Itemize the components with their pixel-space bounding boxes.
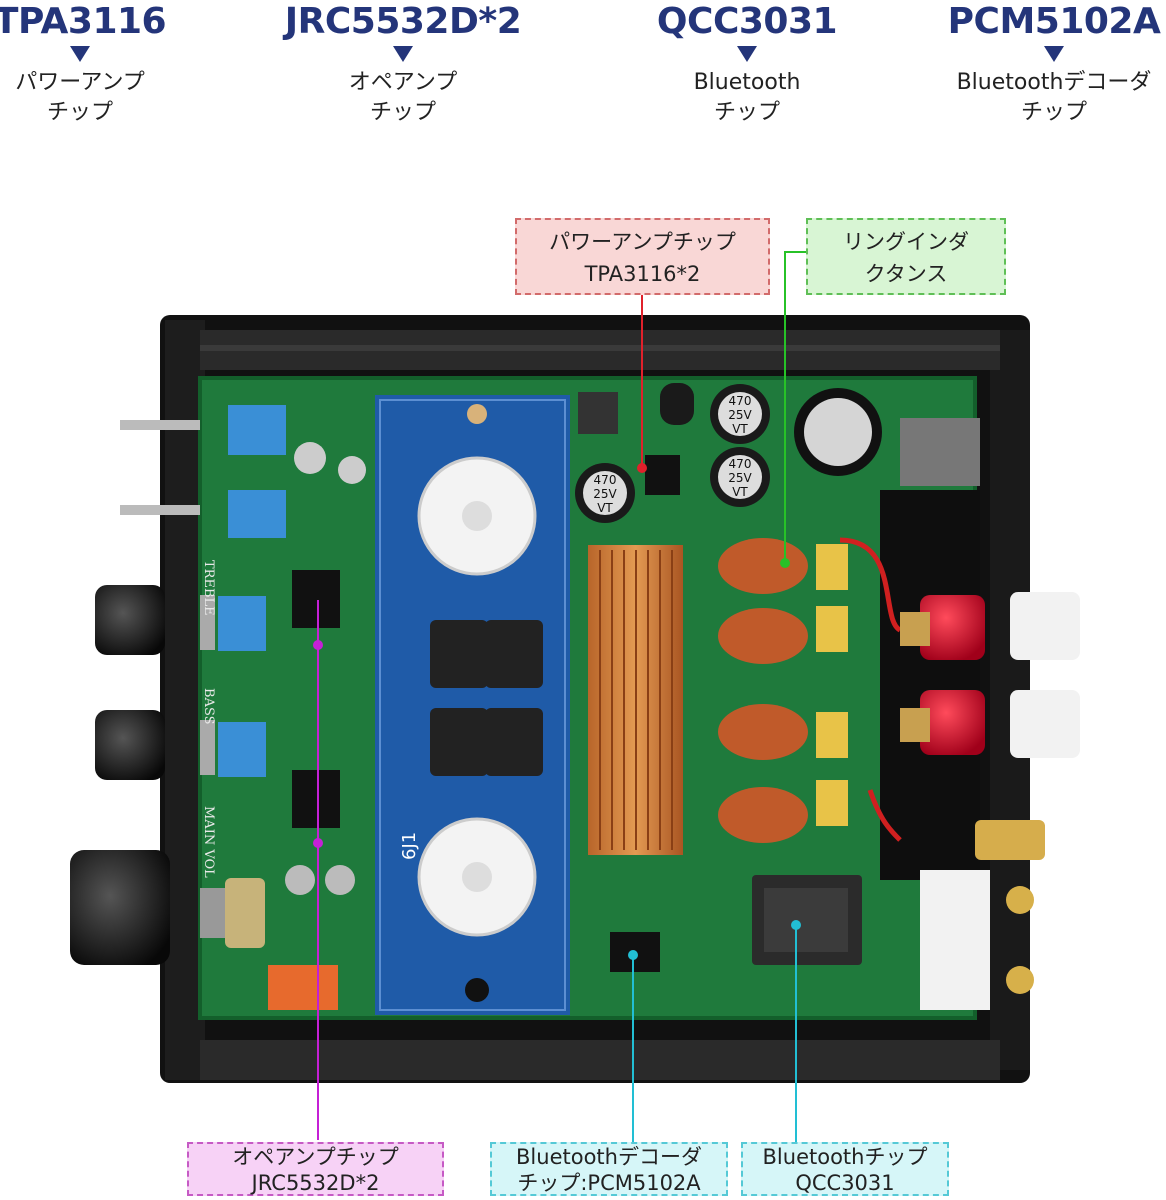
chip-name: PCM5102A: [947, 1, 1161, 42]
svg-text:470: 470: [729, 394, 752, 408]
svg-text:VT: VT: [732, 485, 748, 499]
svg-text:VT: VT: [732, 422, 748, 436]
leader-line-inductor: [784, 251, 806, 560]
callout-ring-inductor: リングインダ クタンス: [806, 218, 1006, 295]
svg-text:25V: 25V: [593, 487, 617, 501]
down-arrow-icon: [1044, 46, 1064, 62]
down-arrow-icon: [70, 46, 90, 62]
main-vol-label: MAIN VOL: [201, 806, 216, 878]
chip-name: JRC5532D*2: [284, 1, 522, 42]
treble-label: TREBLE: [201, 560, 216, 616]
callout-bt-chip: Bluetoothチップ QCC3031: [741, 1142, 949, 1196]
bass-label: BASS: [201, 688, 216, 725]
svg-text:25V: 25V: [728, 408, 752, 422]
chip-desc: Bluetoothデコーダチップ: [956, 70, 1152, 125]
header-col-jrc5532: JRC5532D*2 オペアンプチップ: [283, 0, 523, 128]
chip-desc: オペアンプチップ: [348, 70, 458, 125]
callout-op-amp: オペアンプチップ JRC5532D*2: [187, 1142, 444, 1196]
ring-inductors: [718, 538, 808, 843]
down-arrow-icon: [737, 46, 757, 62]
header-col-tpa3116: TPA3116 パワーアンプチップ: [0, 0, 200, 128]
svg-text:VT: VT: [597, 501, 613, 515]
svg-text:470: 470: [729, 457, 752, 471]
svg-text:470: 470: [594, 473, 617, 487]
chip-name: QCC3031: [656, 1, 838, 42]
tube-label: 6J1: [399, 832, 420, 860]
chip-desc: パワーアンプチップ: [15, 70, 145, 125]
header-col-pcm5102a: PCM5102A Bluetoothデコーダチップ: [934, 0, 1166, 128]
chip-name: TPA3116: [0, 1, 167, 42]
svg-text:25V: 25V: [728, 471, 752, 485]
down-arrow-icon: [393, 46, 413, 62]
callout-bt-decoder: Bluetoothデコーダ チップ:PCM5102A: [490, 1142, 728, 1196]
callout-power-amp: パワーアンプチップ TPA3116*2: [515, 218, 770, 295]
